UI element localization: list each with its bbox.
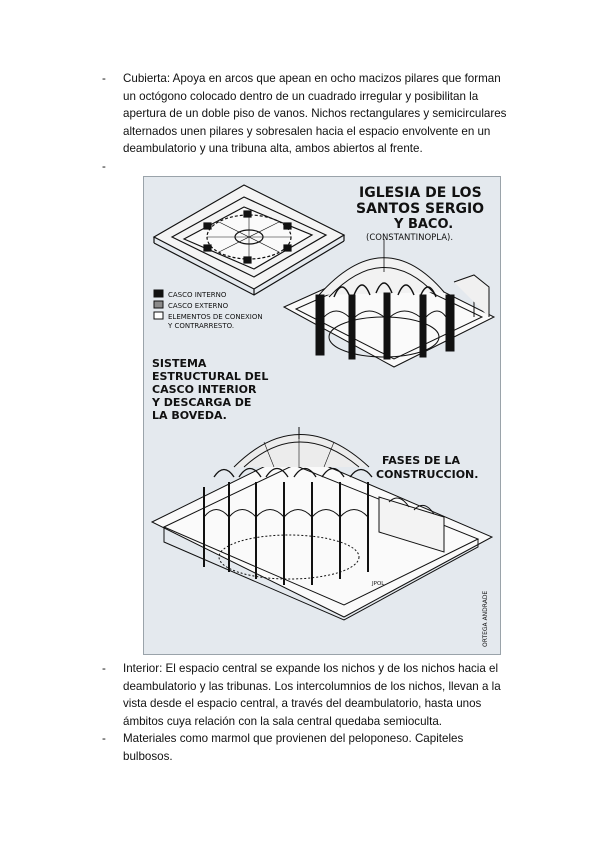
structure-caption-line: ESTRUCTURAL DEL <box>152 370 268 383</box>
structure-caption-line: SISTEMA <box>152 357 207 370</box>
bullet-text: Materiales como marmol que provienen del… <box>123 730 508 765</box>
bullet-dash: - <box>102 662 106 675</box>
structure-caption-line: LA BOVEDA. <box>152 409 227 422</box>
bullet-dash: - <box>102 732 106 745</box>
isometric-plan <box>152 184 346 296</box>
phases-caption-line: CONSTRUCCION. <box>376 468 478 481</box>
phases-caption-line: FASES DE LA <box>382 454 460 467</box>
text-line: Interior: El espacio central se expande … <box>123 662 499 675</box>
bullet-text: Interior: El espacio central se expande … <box>123 660 508 730</box>
figure-title-line: IGLESIA DE LOS <box>359 185 482 201</box>
legend-swatch-external <box>153 300 164 309</box>
text-line: Cubierta: Apoya en arcos que apean en oc… <box>123 72 501 85</box>
text-line: bulbosos. <box>123 749 173 763</box>
legend-label: Y CONTRARRESTO. <box>167 322 234 330</box>
legend-swatch-internal <box>153 289 164 298</box>
illustration-drawing: IGLESIA DE LOS SANTOS SERGIO Y BACO. (CO… <box>150 184 496 647</box>
bullet-dash: - <box>102 160 106 173</box>
text-line: vista desde el espacio central, a través… <box>123 697 482 710</box>
domed-cutaway <box>150 427 494 621</box>
legend-swatch-connection <box>153 311 164 320</box>
structure-caption-line: Y DESCARGA DE <box>151 396 251 409</box>
text-line: deambulatorio y una tribuna alta, ambos … <box>123 142 423 155</box>
text-line: Materiales como marmol que provienen del… <box>123 732 464 745</box>
text-line: un octógono colocado dentro de un cuadra… <box>123 89 479 103</box>
church-illustration: IGLESIA DE LOS SANTOS SERGIO Y BACO. (CO… <box>143 176 501 655</box>
legend-label: CASCO INTERNO <box>168 291 227 299</box>
text-line: alternados unen pilares y sobresalen hac… <box>123 124 491 138</box>
figure-location: (CONSTANTINOPLA). <box>366 233 453 243</box>
sketch-note: JPOL <box>371 581 385 587</box>
figure-title-line: SANTOS SERGIO <box>356 201 484 217</box>
text-line: ámbitos cuya relación con la sala centra… <box>123 714 443 728</box>
legend-label: ELEMENTOS DE CONEXION <box>168 313 263 321</box>
text-line: apertura de un doble piso de vanos. Nich… <box>123 107 507 120</box>
figure-title-line: Y BACO. <box>393 217 453 232</box>
bullet-dash: - <box>102 72 106 85</box>
structural-cutaway <box>282 239 496 368</box>
figure-legend: CASCO INTERNO CASCO EXTERNO ELEMENTOS DE… <box>153 289 263 330</box>
illustrator-signature: ORTEGA ANDRADE <box>482 591 489 647</box>
bullet-text: Cubierta: Apoya en arcos que apean en oc… <box>123 70 508 158</box>
structure-caption-line: CASCO INTERIOR <box>152 383 257 396</box>
text-line: deambulatorio y las tribunas. Los interc… <box>123 679 501 693</box>
legend-label: CASCO EXTERNO <box>168 302 229 310</box>
